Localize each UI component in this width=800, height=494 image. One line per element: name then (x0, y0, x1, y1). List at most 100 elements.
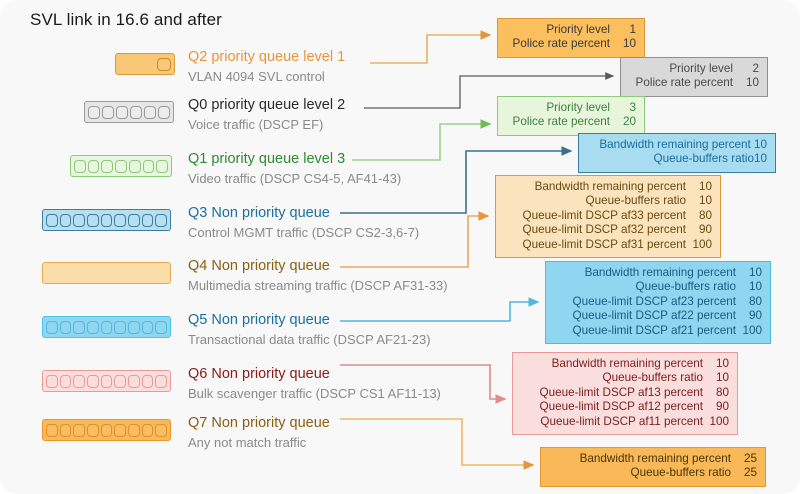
config-value: 100 (742, 323, 762, 337)
config-key: Queue-limit DSCP af13 percent (539, 385, 704, 399)
config-key: Queue-limit DSCP af23 percent (572, 294, 737, 308)
queue-cell (100, 213, 113, 227)
queue-desc-q4: Multimedia streaming traffic (DSCP AF31-… (188, 278, 448, 293)
queue-cell (114, 374, 127, 388)
queue-cell (74, 159, 86, 173)
config-key: Queue-buffers ratio (602, 371, 704, 385)
config-value: 25 (743, 466, 757, 480)
config-value: 10 (698, 180, 712, 193)
queue-desc-q7: Any not match traffic (188, 435, 307, 450)
queue-cell (130, 105, 142, 119)
queue-name-q5: Q5 Non priority queue (188, 312, 330, 328)
queue-cell (157, 57, 171, 71)
config-key: Bandwidth remaining percent (579, 452, 731, 465)
queue-bar-q2 (115, 53, 175, 75)
queue-cell (59, 213, 72, 227)
queue-cell (114, 423, 127, 437)
wire-q6 (340, 364, 507, 404)
queue-cell (73, 320, 86, 334)
queue-cell (87, 213, 99, 227)
queue-cell (141, 213, 154, 227)
config-key: Queue-buffers ratio (585, 194, 687, 208)
wire-q0 (364, 72, 615, 109)
queue-cell (156, 159, 169, 173)
config-value: 25 (743, 452, 757, 465)
queue-cell (100, 320, 113, 334)
queue-cell (87, 159, 100, 173)
config-key: Priority level (546, 23, 610, 36)
queue-bar-q4 (42, 262, 171, 284)
config-key: Bandwidth remaining percent (584, 266, 736, 279)
queue-cell (100, 374, 113, 388)
queue-cell (100, 266, 113, 280)
config-value: 100 (709, 414, 729, 428)
config-key: Bandwidth remaining percent (551, 357, 703, 370)
queue-cell (59, 266, 72, 280)
config-key: Police rate percent (635, 76, 733, 90)
config-row: Queue-limit DSCP af13 percent 80 (521, 385, 730, 400)
queue-cell (46, 374, 58, 388)
queue-cell (128, 213, 140, 227)
config-row: Bandwidth remaining percent 10 (587, 138, 767, 152)
queue-bar-q3 (42, 209, 171, 231)
config-key: Queue-buffers ratio10 (653, 152, 768, 166)
queue-desc-q0: Voice traffic (DSCP EF) (188, 117, 324, 132)
config-value: 10 (748, 266, 762, 279)
queue-name-q3: Q3 Non priority queue (188, 205, 330, 221)
wire-q1 (352, 119, 492, 161)
config-row: Bandwidth remaining percent 25 (549, 452, 757, 466)
queue-cell (128, 374, 140, 388)
wire-q5 (340, 297, 540, 322)
config-value: 10 (622, 37, 636, 51)
config-value: 80 (715, 385, 729, 399)
config-value: 10 (748, 280, 762, 294)
config-key: Priority level (669, 62, 733, 75)
queue-cell (46, 423, 58, 437)
queue-cell (46, 320, 58, 334)
config-key: Queue-limit DSCP af12 percent (539, 400, 704, 414)
queue-cell (128, 266, 140, 280)
queue-cell (59, 374, 72, 388)
config-key: Queue-limit DSCP af22 percent (572, 309, 737, 323)
config-key: Priority level (546, 101, 610, 114)
queue-cell (73, 266, 86, 280)
wire-q3 (340, 146, 573, 214)
queue-cell (116, 105, 128, 119)
config-value: 10 (715, 357, 729, 370)
queue-cell (73, 423, 86, 437)
queue-cell (155, 320, 168, 334)
queue-cell (87, 320, 99, 334)
queue-cell (141, 266, 154, 280)
queue-cell (73, 374, 86, 388)
queue-desc-q2: VLAN 4094 SVL control (188, 69, 325, 84)
config-key: Queue-limit DSCP af31 percent (522, 237, 687, 251)
config-key: Queue-limit DSCP af32 percent (522, 223, 687, 237)
queue-cell (142, 159, 155, 173)
config-value: 100 (692, 237, 712, 251)
queue-cell (115, 159, 127, 173)
queue-cell (100, 423, 113, 437)
queue-bar-q5 (42, 316, 171, 338)
queue-name-q1: Q1 priority queue level 3 (188, 151, 346, 167)
queue-cell (59, 320, 72, 334)
config-key: Bandwidth remaining percent 10 (599, 138, 767, 151)
queue-cell (46, 213, 58, 227)
